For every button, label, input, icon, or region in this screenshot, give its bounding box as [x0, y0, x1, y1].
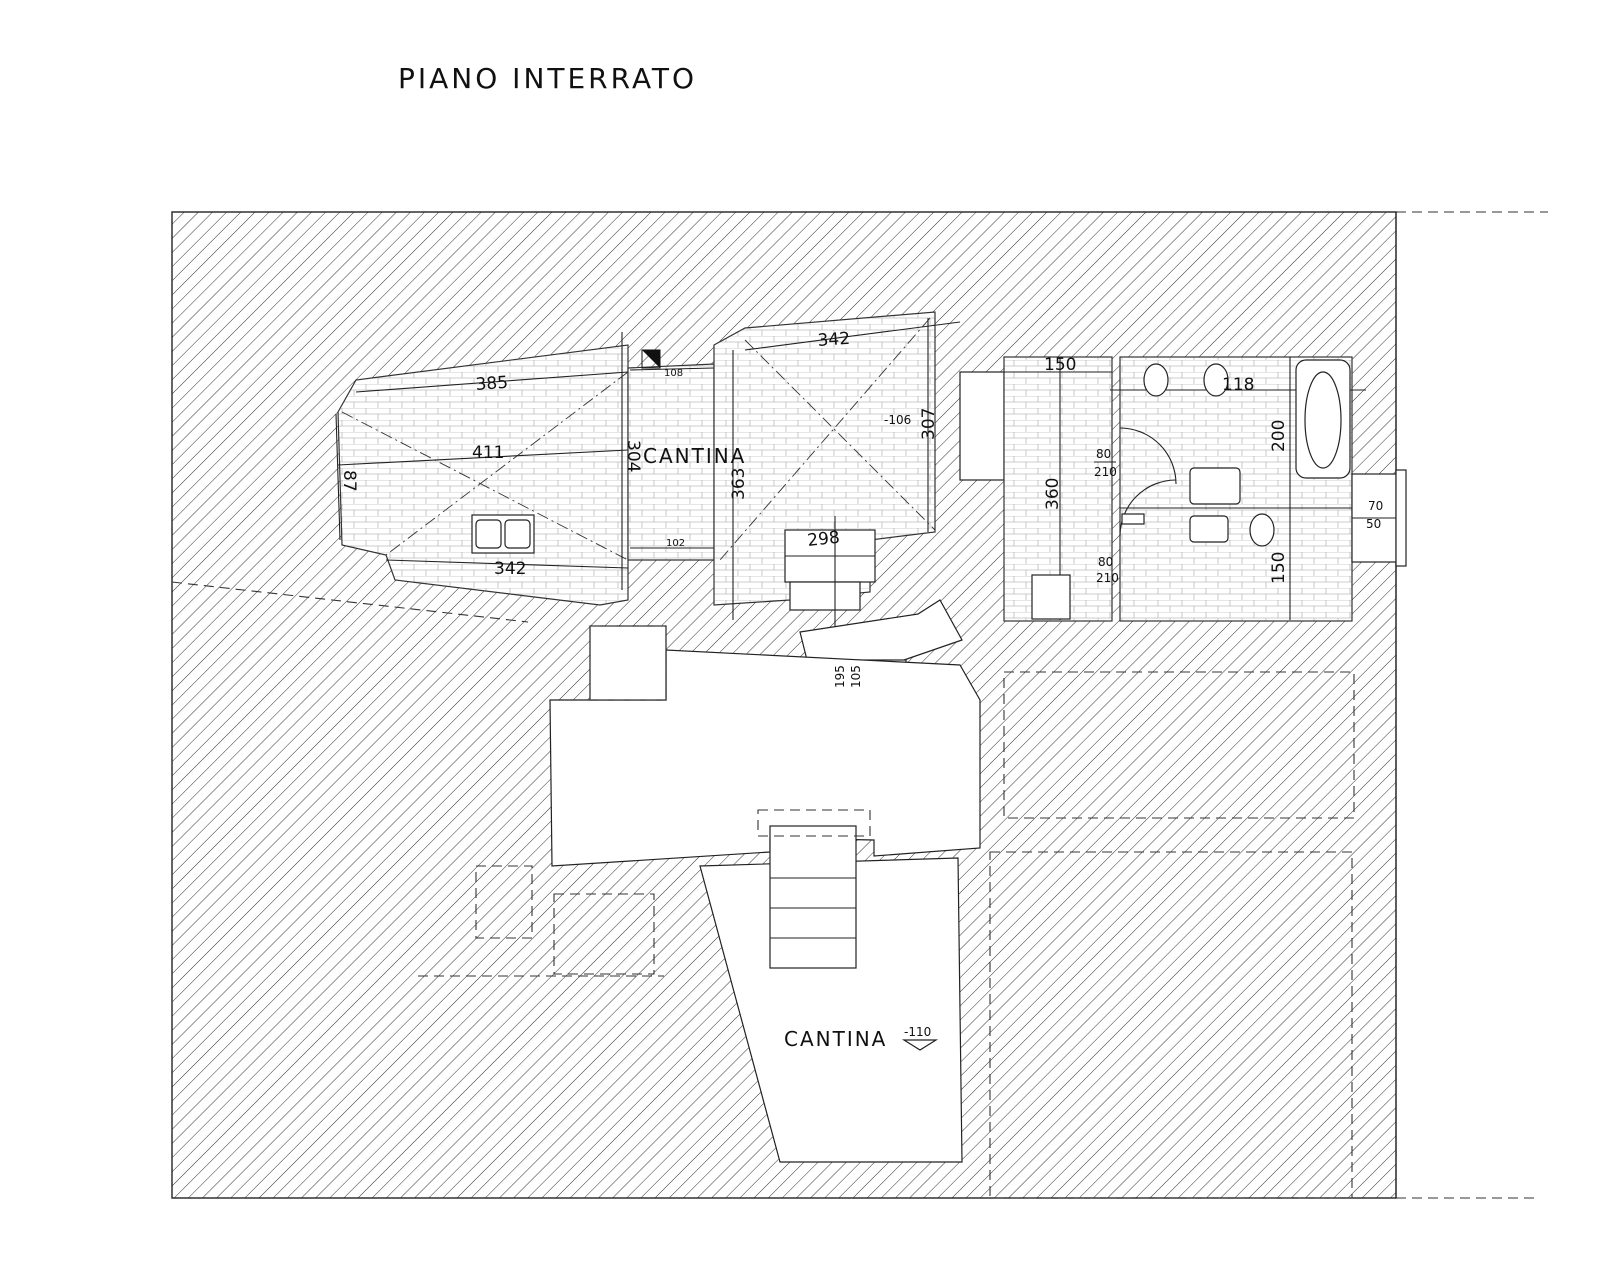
- dim-line-87: [335, 413, 341, 541]
- dim-line-411: [337, 449, 629, 466]
- dim-150-top: 150: [1044, 355, 1076, 375]
- dim-363: 363: [729, 468, 749, 500]
- dim-line-385: [355, 371, 629, 393]
- door-b-width: 80: [1098, 555, 1113, 569]
- diag-4: [719, 317, 931, 561]
- dim-195: 195: [833, 665, 847, 688]
- dim-line-108: [629, 367, 715, 371]
- level-label-cantina-lower: -110: [904, 1025, 931, 1039]
- stair-lower-cantina: [769, 825, 857, 969]
- dashed-room-lower: [989, 851, 1353, 1199]
- dim-298: 298: [806, 528, 840, 551]
- bidet: [1203, 363, 1229, 397]
- cantina-upper-left: [337, 344, 629, 606]
- diag-1: [341, 411, 629, 561]
- dim-line-342-bottom: [385, 559, 629, 569]
- dim-342-bottom: 342: [494, 559, 526, 579]
- room-label-cantina-upper: CANTINA: [643, 444, 746, 468]
- dim-360: 360: [1043, 478, 1063, 510]
- door-swing-b: [1119, 479, 1177, 537]
- dashed-left-2: [553, 893, 655, 975]
- level-106: -106: [884, 413, 911, 427]
- diag-2: [385, 371, 629, 556]
- dim-105: 105: [849, 665, 863, 688]
- dim-304: 304: [623, 440, 643, 472]
- shelf: [1121, 513, 1145, 525]
- cabinet: [1031, 574, 1071, 620]
- level-arrow: [901, 1039, 939, 1051]
- stair-top-dashed: [757, 809, 871, 837]
- toilet-2: [1249, 513, 1275, 547]
- washbasin-bottom: [1189, 515, 1229, 543]
- window-frame: [1395, 469, 1407, 567]
- column-box: [641, 349, 661, 369]
- room-label-cantina-lower: CANTINA: [784, 1027, 887, 1051]
- dim-108: 108: [664, 368, 683, 379]
- window-width: 70: [1368, 499, 1383, 513]
- dashed-diagonal: [171, 581, 529, 623]
- door-swing-a: [1119, 427, 1177, 485]
- dim-118: 118: [1222, 375, 1254, 395]
- dim-150-right: 150: [1269, 552, 1289, 584]
- window-height: 50: [1366, 517, 1381, 531]
- small-room-dashed: [589, 625, 667, 701]
- door-a-height: 210: [1094, 465, 1117, 479]
- dim-200: 200: [1269, 420, 1289, 452]
- column-symbol: [642, 350, 660, 368]
- diag-3: [744, 339, 936, 531]
- door-b-height: 210: [1096, 571, 1119, 585]
- bathtub-inner: [1304, 371, 1342, 469]
- dim-102: 102: [666, 538, 685, 549]
- corridor: [959, 371, 1005, 481]
- stair-landing: [789, 581, 861, 611]
- dim-307: 307: [919, 408, 939, 440]
- plan-title: PIANO INTERRATO: [398, 62, 697, 95]
- small-room: [589, 625, 667, 701]
- dim-87: 87: [339, 470, 359, 492]
- dim-411: 411: [472, 443, 504, 463]
- washbasin-top: [1189, 467, 1241, 505]
- dashed-room-upper: [1003, 671, 1355, 819]
- sink-bowl-right: [504, 519, 531, 549]
- cantina-lower: [699, 857, 963, 1163]
- dim-385: 385: [475, 373, 509, 395]
- dim-line-342-top: [744, 321, 961, 351]
- sink-bowl-left: [475, 519, 502, 549]
- toilet: [1143, 363, 1169, 397]
- door-a-width: 80: [1096, 447, 1111, 461]
- dim-342-top: 342: [817, 329, 851, 351]
